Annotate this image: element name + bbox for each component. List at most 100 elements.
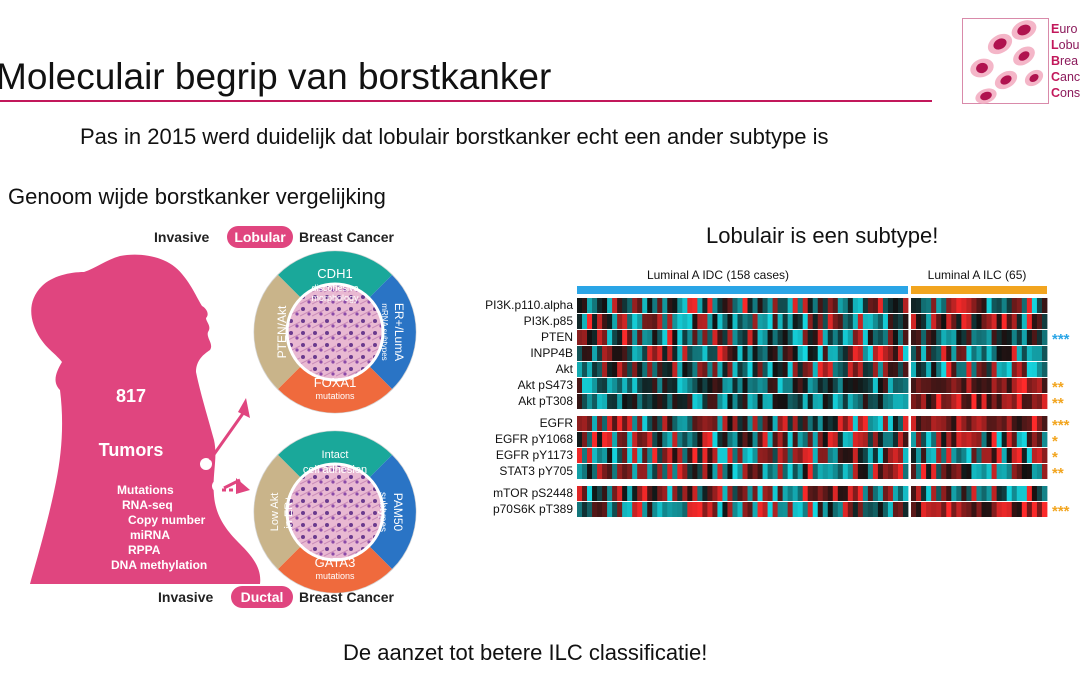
heatmap-cell [672,416,678,431]
heatmap-cell [707,378,713,393]
heatmap-cell [792,330,799,345]
heatmap-cell [762,362,768,377]
heatmap-cell [877,314,884,329]
data-type-item: miRNA [130,528,170,542]
heatmap-cell [991,432,998,447]
heatmap-cell [1006,486,1013,501]
heatmap-cell [757,314,763,329]
heatmap-cell [852,448,859,463]
lobular-label-post: Breast Cancer [299,229,394,245]
heatmap-cell [782,346,789,361]
heatmap-cell [897,486,904,501]
heatmap-cell [702,416,708,431]
heatmap-cell [792,346,799,361]
heatmap-cell [916,486,922,501]
heatmap-cell [642,432,648,447]
heatmap-cell [667,314,673,329]
heatmap-cell [926,464,932,479]
heatmap-cell [812,432,819,447]
heatmap-cell [707,346,713,361]
heatmap-cell [897,378,904,393]
heatmap-cell [697,502,703,517]
heatmap-cell [1031,448,1038,463]
heatmap-cell [747,346,753,361]
heatmap-cell [842,394,849,409]
heatmap-cell [777,502,784,517]
heatmap-cell [911,394,917,409]
heatmap-cell [772,486,779,501]
heatmap-cell [897,394,904,409]
right-panel-heading: Lobulair is een subtype! [706,223,939,248]
heatmap-cell [737,394,743,409]
heatmap-cell [757,432,763,447]
heatmap-cell [951,416,957,431]
heatmap-cell [612,416,618,431]
heatmap-cell [1011,346,1018,361]
heatmap-cell [672,314,678,329]
heatmap-cell [877,448,884,463]
heatmap-cell [757,330,763,345]
heatmap-cell [931,346,937,361]
heatmap-cell [602,416,608,431]
heatmap-cell [1036,416,1043,431]
heatmap-cell [921,486,927,501]
heatmap-cell [717,378,723,393]
heatmap-cell [916,298,922,313]
slide-subtitle: Pas in 2015 werd duidelijk dat lobulair … [80,124,829,149]
heatmap-cell [862,486,869,501]
heatmap-cell [577,464,583,479]
heatmap-cell [807,432,814,447]
heatmap-cell [1011,486,1018,501]
heatmap-cell [956,502,962,517]
heatmap-cell [762,298,768,313]
heatmap-cell [712,432,718,447]
heatmap-cell [991,448,998,463]
heatmap-cell [966,502,972,517]
heatmap-cell [832,416,839,431]
heatmap-cell [1021,330,1028,345]
group-label-idc: Luminal A IDC (158 cases) [647,268,789,282]
heatmap-cell [702,486,708,501]
heatmap-cell [712,502,718,517]
heatmap-cell [627,448,633,463]
heatmap-cell [941,464,947,479]
heatmap-cell [1021,502,1028,517]
heatmap-cell [577,502,583,517]
heatmap-cell [872,502,879,517]
heatmap-cell [931,486,937,501]
heatmap-cell [697,314,703,329]
heatmap-cell [981,502,987,517]
heatmap-cell [712,346,718,361]
heatmap-cell [642,448,648,463]
heatmap-cell [712,298,718,313]
heatmap-cell [966,464,972,479]
heatmap-cell [597,378,603,393]
heatmap-cell [887,448,894,463]
heatmap-cell [662,486,668,501]
heatmap-cell [931,314,937,329]
heatmap-cell [822,394,829,409]
heatmap-cell [1026,314,1033,329]
heatmap-cell [847,346,854,361]
heatmap-cell [882,486,889,501]
ductal-wheel: Intact cell adhesion PAM50 subtypes GATA… [253,430,417,594]
heatmap-cell [827,330,834,345]
heatmap-cell [667,346,673,361]
tumor-count: 817 [116,386,146,406]
heatmap-cell [862,448,869,463]
heatmap-cell [867,464,874,479]
heatmap-cell [682,330,688,345]
heatmap-cell [607,378,613,393]
heatmap-cell [707,486,713,501]
heatmap-cell [991,298,998,313]
heatmap-row-label: PTEN [541,330,573,344]
heatmap-cell [762,432,768,447]
heatmap-cell [757,394,763,409]
heatmap-cell [817,432,824,447]
heatmap-cell [926,416,932,431]
heatmap-cell [592,432,598,447]
heatmap-row-label: EGFR pY1173 [496,448,573,462]
heatmap-row-label: mTOR pS2448 [493,486,573,500]
heatmap-cell [667,394,673,409]
heatmap-cell [642,486,648,501]
